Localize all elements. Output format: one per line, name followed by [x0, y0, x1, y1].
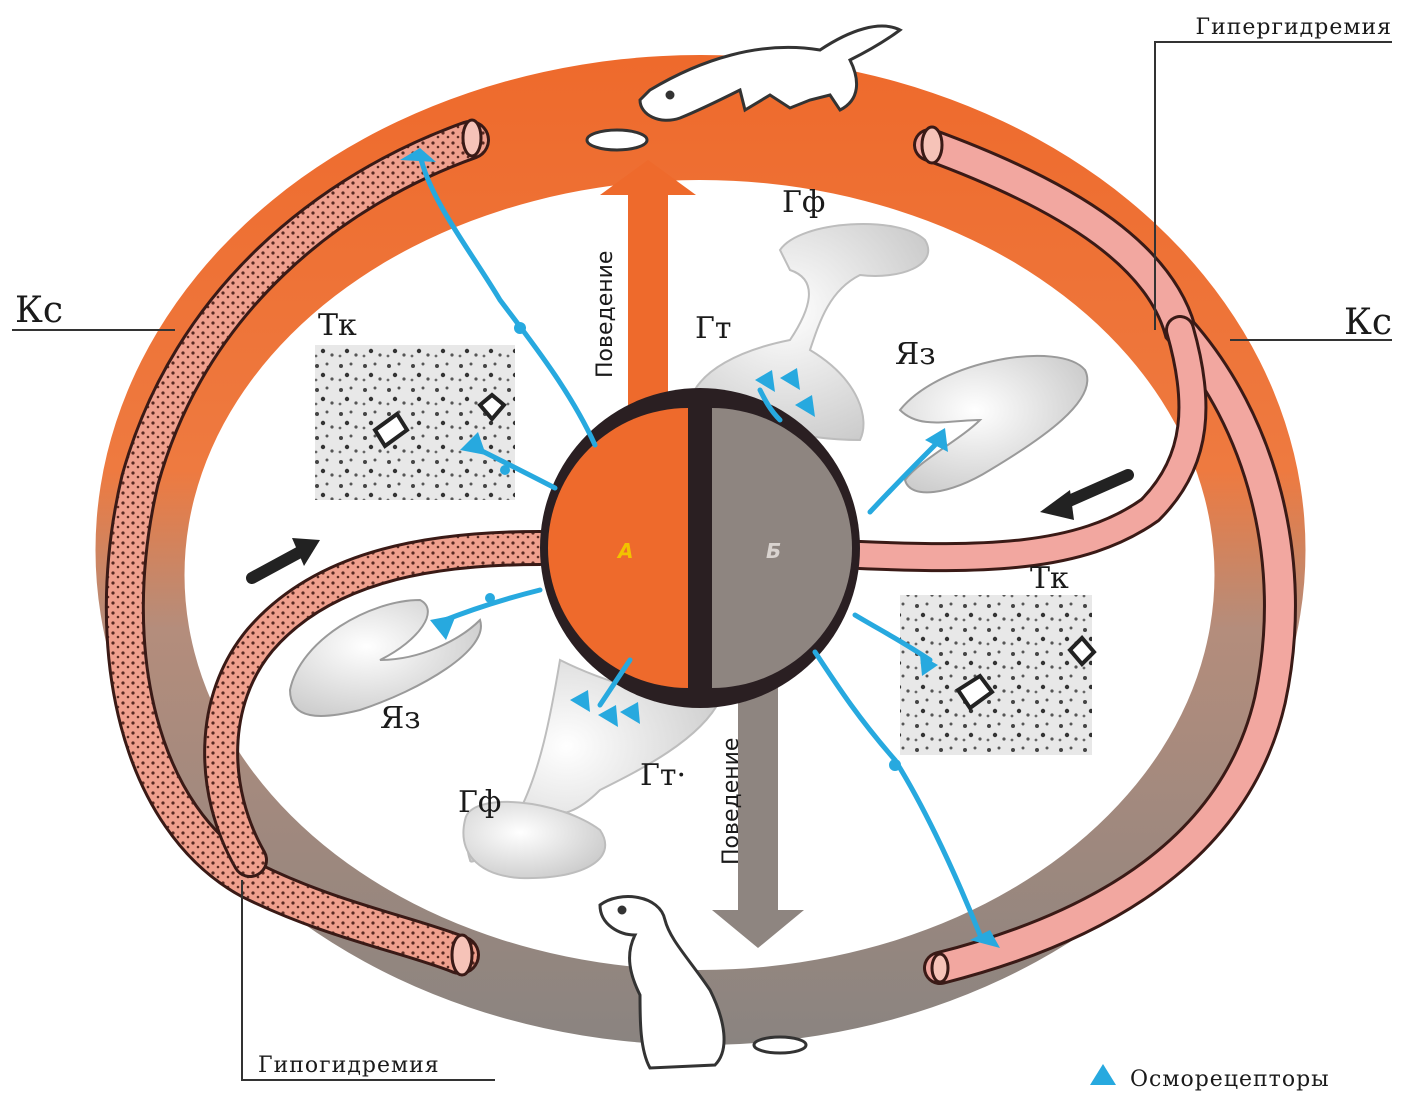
label-vessel-right: Кс — [1344, 302, 1392, 343]
label-hyperhydremia: Гипергидремия — [1196, 15, 1393, 40]
label-kidney-top: Яз — [895, 337, 936, 372]
label-hemisphere-b: Б — [766, 539, 781, 563]
label-hypothalamus-top: Гт — [695, 311, 731, 346]
tissue-micrograph-bottom — [900, 595, 1094, 755]
label-behavior-up: Поведение — [593, 251, 618, 378]
osmoreceptor-legend-icon — [1090, 1064, 1116, 1085]
flow-arrow-right — [1040, 475, 1128, 520]
label-kidney-bottom: Яз — [380, 701, 421, 736]
label-hypothalamus-bottom: Гт· — [640, 758, 686, 793]
label-pituitary-bottom: Гф — [458, 785, 501, 820]
legend-osmoreceptors: Осморецепторы — [1130, 1067, 1330, 1092]
flow-arrow-left — [252, 538, 320, 578]
label-tissue-bottom: Тк — [1030, 561, 1069, 596]
kidney-top-right — [900, 356, 1087, 492]
tissue-micrograph-top — [315, 345, 515, 500]
legend: Осморецепторы — [1090, 1064, 1330, 1092]
label-hemisphere-a: А — [616, 539, 633, 563]
label-behavior-down: Поведение — [719, 738, 744, 865]
drinking-bowl-top-icon — [587, 130, 647, 150]
label-tissue-top: Тк — [318, 308, 357, 343]
label-hypohydremia: Гипогидремия — [258, 1053, 440, 1078]
drinking-bowl-bottom-icon — [754, 1037, 806, 1053]
label-vessel-left: Кс — [15, 290, 63, 331]
label-pituitary-top: Гф — [782, 185, 825, 220]
